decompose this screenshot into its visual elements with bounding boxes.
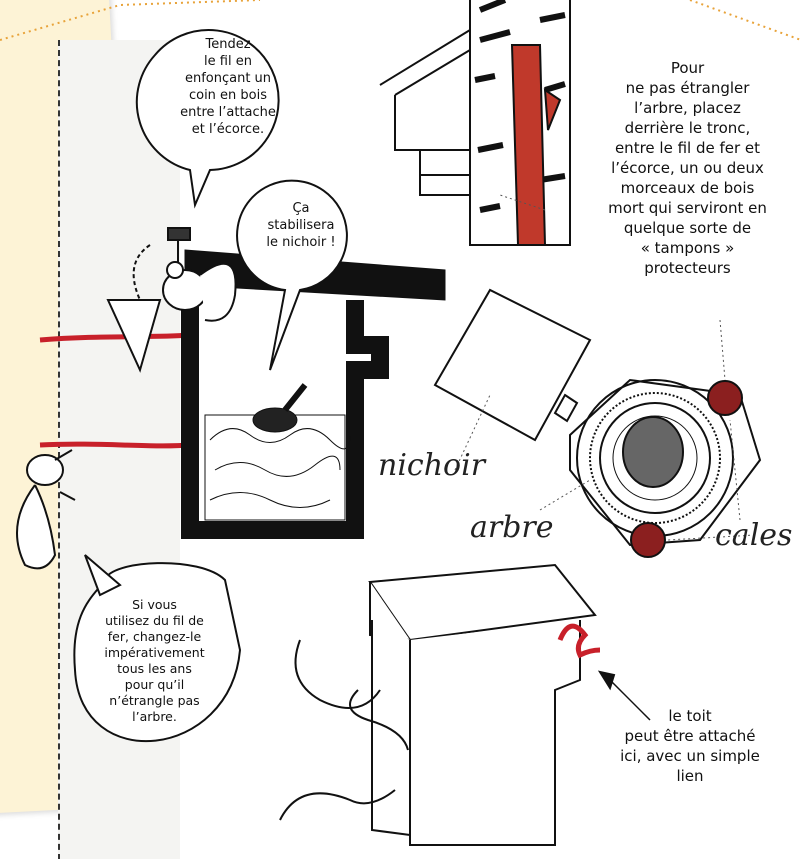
tree-with-box — [380, 0, 570, 245]
red-wire-bottom — [40, 444, 190, 446]
bubble-text-stabilize: Ça stabilisera le nichoir ! — [247, 200, 355, 251]
squirrel-top — [108, 228, 236, 370]
label-arbre: arbre — [470, 510, 554, 545]
label-nichoir: nichoir — [378, 448, 485, 483]
bottom-box-drawing — [280, 565, 650, 845]
red-wire-top — [40, 335, 190, 340]
note-roof: le toit peut être attaché ici, avec un s… — [600, 706, 780, 786]
note-protect: Pour ne pas étrangler l’arbre, placez de… — [580, 58, 795, 278]
bubble-text-wire-top: Tendez le fil en enfonçant un coin en bo… — [168, 36, 288, 138]
bubble-text-wire-change: Si vous utilisez du fil de fer, changez-… — [72, 597, 237, 725]
squirrel-bottom — [17, 450, 75, 568]
label-cales: cales — [715, 518, 792, 553]
